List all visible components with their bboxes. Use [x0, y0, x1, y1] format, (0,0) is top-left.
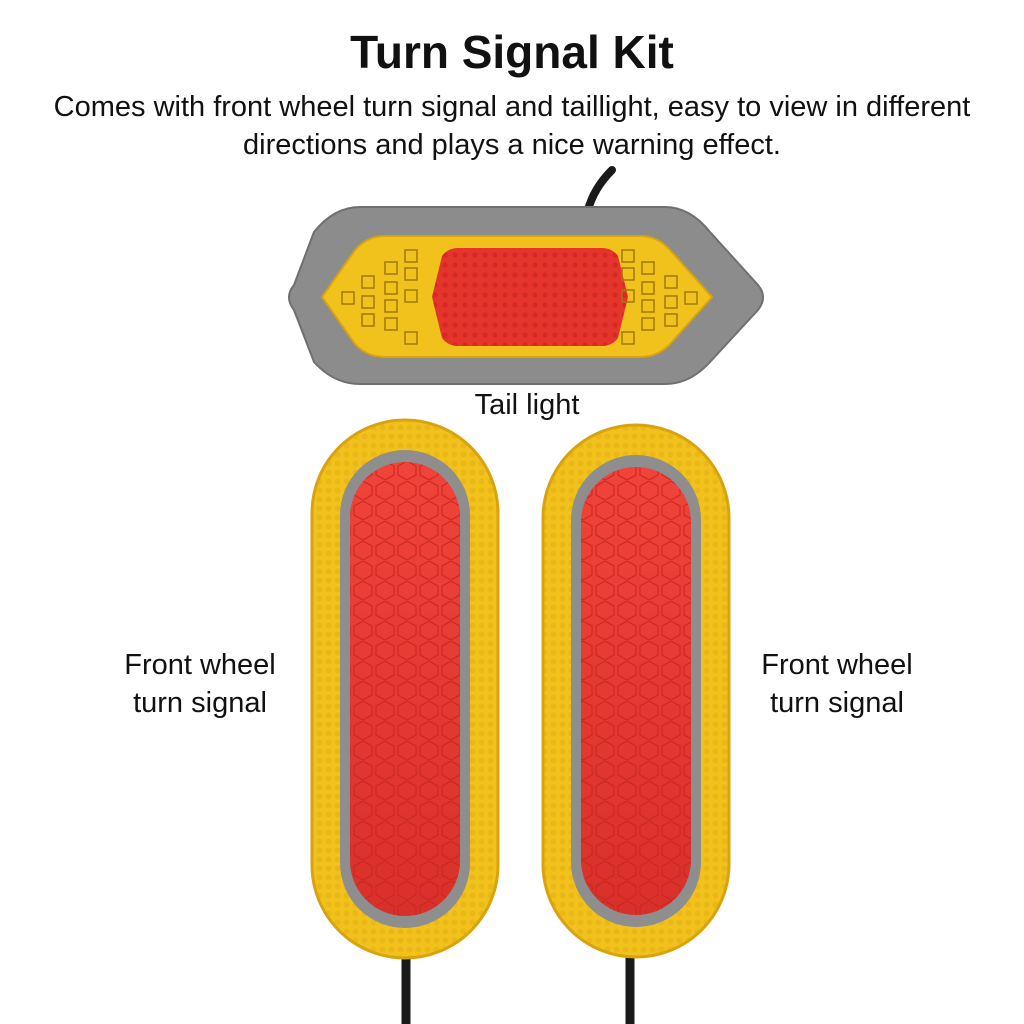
front-right-label: Front wheel turn signal	[737, 646, 937, 722]
page-subtitle: Comes with front wheel turn signal and t…	[53, 91, 971, 161]
page-title: Turn Signal Kit	[350, 26, 674, 78]
tail-light-cable	[584, 166, 616, 214]
tail-light-red-texture	[432, 248, 628, 346]
front-signal-right	[541, 423, 731, 1024]
front-left-label-line1: Front wheel	[124, 649, 276, 681]
front-right-label-line2: turn signal	[770, 687, 904, 719]
tail-light-led-squares-right	[621, 249, 698, 345]
front-left-label-line2: turn signal	[133, 687, 267, 719]
tail-light-label: Tail light	[474, 389, 580, 421]
front-right-label-line1: Front wheel	[761, 649, 913, 681]
tail-light	[288, 166, 764, 385]
front-left-label: Front wheel turn signal	[100, 646, 300, 722]
tail-light-led-squares-left	[341, 249, 418, 345]
front-signal-left	[310, 418, 500, 1024]
